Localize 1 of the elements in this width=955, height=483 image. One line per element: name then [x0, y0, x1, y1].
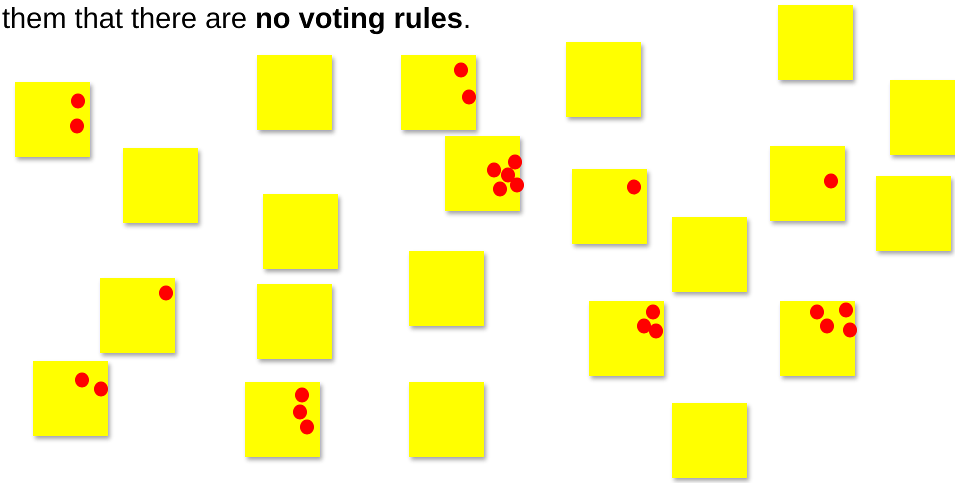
instruction-text: them that there are no voting rules. [2, 2, 471, 36]
